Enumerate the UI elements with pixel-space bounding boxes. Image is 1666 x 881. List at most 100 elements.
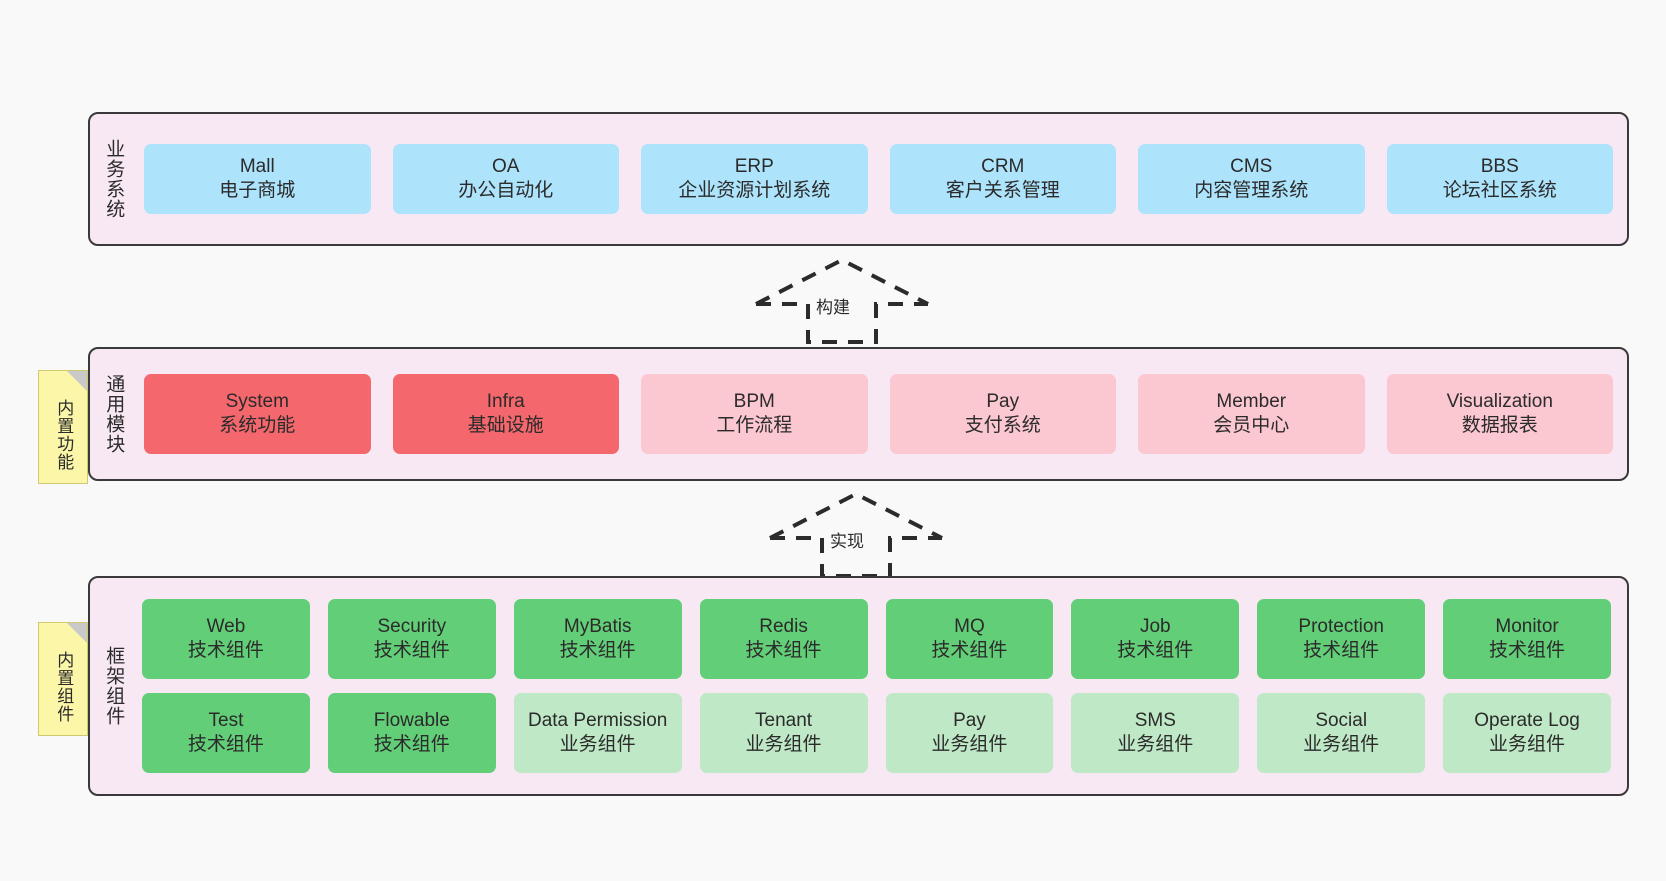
layer-body-common-modules: System 系统功能 Infra 基础设施 BPM 工作流程 Pay 支付系统… <box>136 349 1627 479</box>
layer-business-systems[interactable]: 业务系统 Mall 电子商城 OA 办公自动化 ERP 企业资源计划系统 CRM… <box>88 112 1629 246</box>
note-label: 内置功能 <box>54 399 74 471</box>
layer-framework-components[interactable]: 框架组件 Web 技术组件 Security 技术组件 MyBatis 技术组件… <box>88 576 1629 796</box>
card-title: Mall <box>239 155 275 177</box>
card-subtitle: 企业资源计划系统 <box>678 180 831 201</box>
card-subtitle: 客户关系管理 <box>945 180 1060 201</box>
card-subtitle: 技术组件 <box>745 640 822 661</box>
card-subtitle: 技术组件 <box>373 640 450 661</box>
layer-common-modules[interactable]: 通用模块 System 系统功能 Infra 基础设施 BPM 工作流程 Pay… <box>88 347 1629 481</box>
card-subtitle: 技术组件 <box>1117 640 1194 661</box>
card-title: BPM <box>733 390 775 412</box>
layer-body-framework-components: Web 技术组件 Security 技术组件 MyBatis 技术组件 Redi… <box>136 578 1627 794</box>
card-data-permission[interactable]: Data Permission 业务组件 <box>513 693 682 773</box>
card-subtitle: 技术组件 <box>187 734 264 755</box>
card-subtitle: 工作流程 <box>716 415 793 436</box>
implement-arrow-label: 实现 <box>828 532 866 551</box>
card-security[interactable]: Security 技术组件 <box>327 599 496 679</box>
card-tenant[interactable]: Tenant 业务组件 <box>699 693 868 773</box>
implement-arrow: 实现 <box>766 491 946 578</box>
card-job[interactable]: Job 技术组件 <box>1071 599 1240 679</box>
card-operate-log[interactable]: Operate Log 业务组件 <box>1443 693 1611 773</box>
card-title: Monitor <box>1495 615 1559 637</box>
card-title: Infra <box>486 390 525 412</box>
card-title: Data Permission <box>527 709 668 731</box>
card-title: MyBatis <box>563 615 632 637</box>
card-subtitle: 业务组件 <box>1489 734 1566 755</box>
card-title: Flowable <box>373 709 450 731</box>
card-system[interactable]: System 系统功能 <box>144 374 371 454</box>
card-subtitle: 业务组件 <box>745 734 822 755</box>
card-title: SMS <box>1134 709 1176 731</box>
layer-title-business-systems: 业务系统 <box>103 139 125 219</box>
card-infra[interactable]: Infra 基础设施 <box>392 374 619 454</box>
card-subtitle: 业务组件 <box>931 734 1008 755</box>
card-title: Pay <box>986 390 1020 412</box>
card-mq[interactable]: MQ 技术组件 <box>885 599 1054 679</box>
card-title: Security <box>377 615 447 637</box>
layer-body-business-systems: Mall 电子商城 OA 办公自动化 ERP 企业资源计划系统 CRM 客户关系… <box>136 114 1627 244</box>
card-title: Visualization <box>1446 390 1553 412</box>
card-member[interactable]: Member 会员中心 <box>1138 374 1365 454</box>
card-subtitle: 支付系统 <box>964 415 1041 436</box>
card-title: Member <box>1216 390 1287 412</box>
card-title: Tenant <box>755 709 813 731</box>
card-social[interactable]: Social 业务组件 <box>1257 693 1426 773</box>
card-title: CRM <box>981 155 1025 177</box>
card-title: Test <box>208 709 244 731</box>
card-subtitle: 技术组件 <box>1303 640 1380 661</box>
card-row: Test 技术组件 Flowable 技术组件 Data Permission … <box>142 693 1611 773</box>
card-pay-business[interactable]: Pay 业务组件 <box>885 693 1054 773</box>
card-title: Protection <box>1298 615 1384 637</box>
card-crm[interactable]: CRM 客户关系管理 <box>889 144 1116 214</box>
card-title: ERP <box>734 155 774 177</box>
card-subtitle: 基础设施 <box>467 415 544 436</box>
card-title: MQ <box>954 615 985 637</box>
card-pay[interactable]: Pay 支付系统 <box>889 374 1116 454</box>
card-title: Job <box>1139 615 1171 637</box>
card-mall[interactable]: Mall 电子商城 <box>144 144 371 214</box>
card-title: OA <box>492 155 520 177</box>
card-protection[interactable]: Protection 技术组件 <box>1257 599 1426 679</box>
card-subtitle: 技术组件 <box>559 640 636 661</box>
card-cms[interactable]: CMS 内容管理系统 <box>1138 144 1365 214</box>
card-oa[interactable]: OA 办公自动化 <box>392 144 619 214</box>
card-title: System <box>225 390 289 412</box>
card-subtitle: 内容管理系统 <box>1194 180 1309 201</box>
card-title: Pay <box>953 709 986 731</box>
card-test[interactable]: Test 技术组件 <box>142 693 310 773</box>
card-bpm[interactable]: BPM 工作流程 <box>641 374 868 454</box>
card-visualization[interactable]: Visualization 数据报表 <box>1386 374 1613 454</box>
note-built-in-components[interactable]: 内置组件 <box>38 622 88 736</box>
card-row: System 系统功能 Infra 基础设施 BPM 工作流程 Pay 支付系统… <box>144 374 1613 454</box>
card-subtitle: 技术组件 <box>931 640 1008 661</box>
layer-title-common-modules: 通用模块 <box>103 374 125 454</box>
card-title: CMS <box>1230 155 1273 177</box>
card-sms[interactable]: SMS 业务组件 <box>1071 693 1240 773</box>
card-subtitle: 技术组件 <box>187 640 264 661</box>
card-subtitle: 会员中心 <box>1213 415 1290 436</box>
note-fold-corner-icon <box>67 371 87 391</box>
card-title: Operate Log <box>1474 709 1580 731</box>
card-monitor[interactable]: Monitor 技术组件 <box>1443 599 1611 679</box>
card-subtitle: 技术组件 <box>373 734 450 755</box>
note-fold-corner-icon <box>67 623 87 643</box>
card-subtitle: 业务组件 <box>1303 734 1380 755</box>
card-title: Social <box>1315 709 1368 731</box>
card-title: Web <box>206 615 246 637</box>
card-flowable[interactable]: Flowable 技术组件 <box>327 693 496 773</box>
card-erp[interactable]: ERP 企业资源计划系统 <box>641 144 868 214</box>
card-subtitle: 电子商城 <box>219 180 296 201</box>
card-subtitle: 数据报表 <box>1461 415 1538 436</box>
card-mybatis[interactable]: MyBatis 技术组件 <box>513 599 682 679</box>
card-web[interactable]: Web 技术组件 <box>142 599 310 679</box>
card-subtitle: 办公自动化 <box>458 180 554 201</box>
card-bbs[interactable]: BBS 论坛社区系统 <box>1386 144 1613 214</box>
card-subtitle: 业务组件 <box>559 734 636 755</box>
card-subtitle: 业务组件 <box>1117 734 1194 755</box>
note-built-in-features[interactable]: 内置功能 <box>38 370 88 484</box>
card-redis[interactable]: Redis 技术组件 <box>699 599 868 679</box>
layer-title-framework-components: 框架组件 <box>103 646 125 726</box>
build-arrow: 构建 <box>752 257 932 344</box>
card-subtitle: 论坛社区系统 <box>1442 180 1557 201</box>
